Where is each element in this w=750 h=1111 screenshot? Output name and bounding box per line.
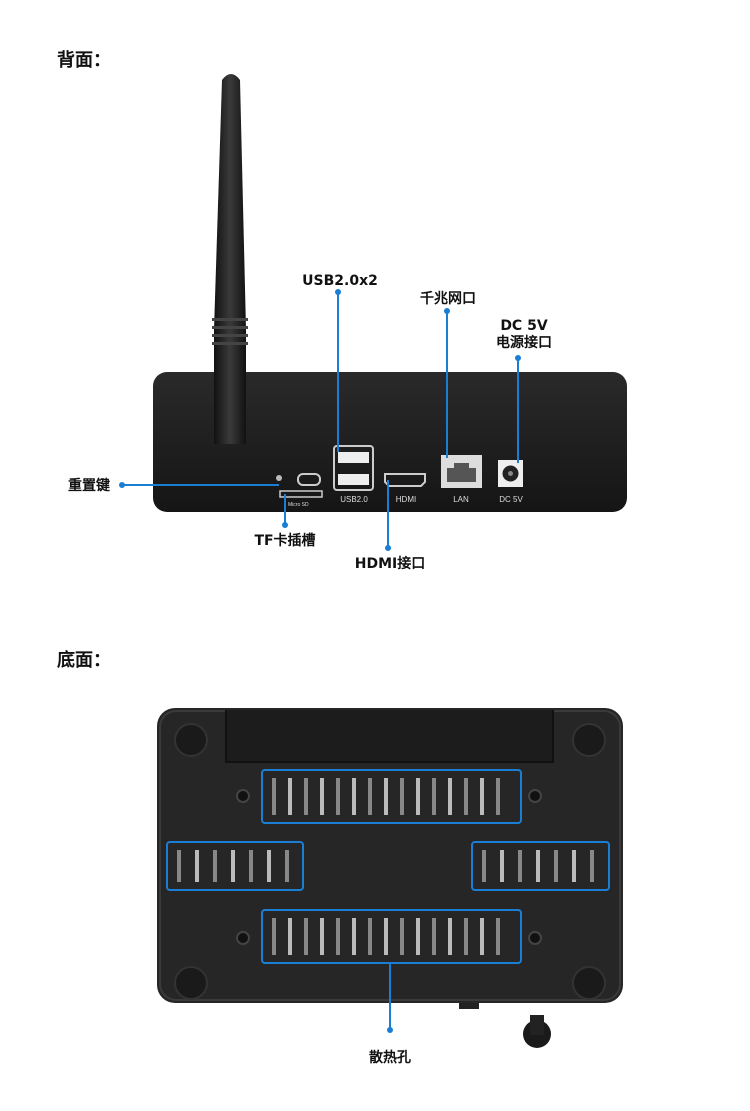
vent-slot (518, 850, 522, 882)
vent-slot (572, 850, 576, 882)
vent-slot (288, 778, 292, 815)
vent-slot (464, 918, 468, 955)
vent-slot (384, 918, 388, 955)
vent-slot (496, 918, 500, 955)
vent-slot (195, 850, 199, 882)
vent-slot (432, 918, 436, 955)
vent-slot (320, 778, 324, 815)
bottom-section-title: 底面： (57, 650, 111, 671)
dc-port-label: DC 5V (499, 495, 523, 504)
vent-slot (416, 778, 420, 815)
vent-slot (272, 778, 276, 815)
micro-usb-port (297, 473, 321, 486)
back-callout-lines (122, 292, 519, 548)
vent-slot (480, 778, 484, 815)
back-section-title: 背面： (57, 50, 111, 71)
usb-port-label: USB2.0 (340, 495, 368, 504)
vents-callout-dot (387, 1027, 393, 1033)
antenna-base (459, 1003, 551, 1048)
vent-slot (352, 778, 356, 815)
vent-slot (480, 918, 484, 955)
vent-slot (400, 778, 404, 815)
vent-slot (231, 850, 235, 882)
vent-slot (177, 850, 181, 882)
vent-slot (590, 850, 594, 882)
vents (177, 778, 594, 955)
lan-port-label: LAN (453, 495, 469, 504)
hdmi-port-label: HDMI (396, 495, 416, 504)
vent-slot (482, 850, 486, 882)
vent-slot (267, 850, 271, 882)
microsd-port-label: Micro SD (288, 502, 309, 508)
vent-slot (213, 850, 217, 882)
vent-slot (352, 918, 356, 955)
vent-slot (304, 918, 308, 955)
vent-slot (288, 918, 292, 955)
vent-slot (432, 778, 436, 815)
vent-slot (500, 850, 504, 882)
back-view-device: Micro SD USB2.0 HDMI LAN DC 5V (153, 74, 627, 512)
tf-callout-label: TF卡插槽 (254, 532, 315, 549)
dc-callout-label-line2: 电源接口 (496, 334, 552, 351)
vent-slot (304, 778, 308, 815)
usb-callout-label: USB2.0x2 (302, 273, 378, 289)
usb-ports (333, 445, 374, 491)
reset-hole (276, 475, 282, 481)
vent-slot (320, 918, 324, 955)
vent-slot (368, 918, 372, 955)
vent-slot (416, 918, 420, 955)
hdmi-port (384, 473, 426, 487)
rubber-feet (174, 723, 606, 1000)
vent-slot (336, 778, 340, 815)
vent-slot (249, 850, 253, 882)
vent-slot (285, 850, 289, 882)
vent-slot (384, 778, 388, 815)
vent-slot (496, 778, 500, 815)
vent-slot (368, 778, 372, 815)
vents-callout-label: 散热孔 (369, 1049, 411, 1066)
vent-slot (272, 918, 276, 955)
bottom-view-device (157, 708, 623, 1048)
vent-slot (554, 850, 558, 882)
vent-highlight-boxes (166, 769, 610, 1030)
vent-slot (400, 918, 404, 955)
vent-slot (448, 918, 452, 955)
dc-callout-label-line1: DC 5V (500, 318, 548, 334)
back-callout-dots (119, 289, 521, 551)
reset-callout-label: 重置键 (68, 477, 111, 494)
vent-slot (336, 918, 340, 955)
vent-slot (448, 778, 452, 815)
hdmi-callout-label: HDMI接口 (355, 555, 425, 572)
antenna (212, 74, 248, 444)
vent-slot (464, 778, 468, 815)
tf-slot (279, 490, 323, 498)
screws (236, 789, 542, 945)
lan-callout-label: 千兆网口 (420, 290, 476, 307)
vent-slot (536, 850, 540, 882)
